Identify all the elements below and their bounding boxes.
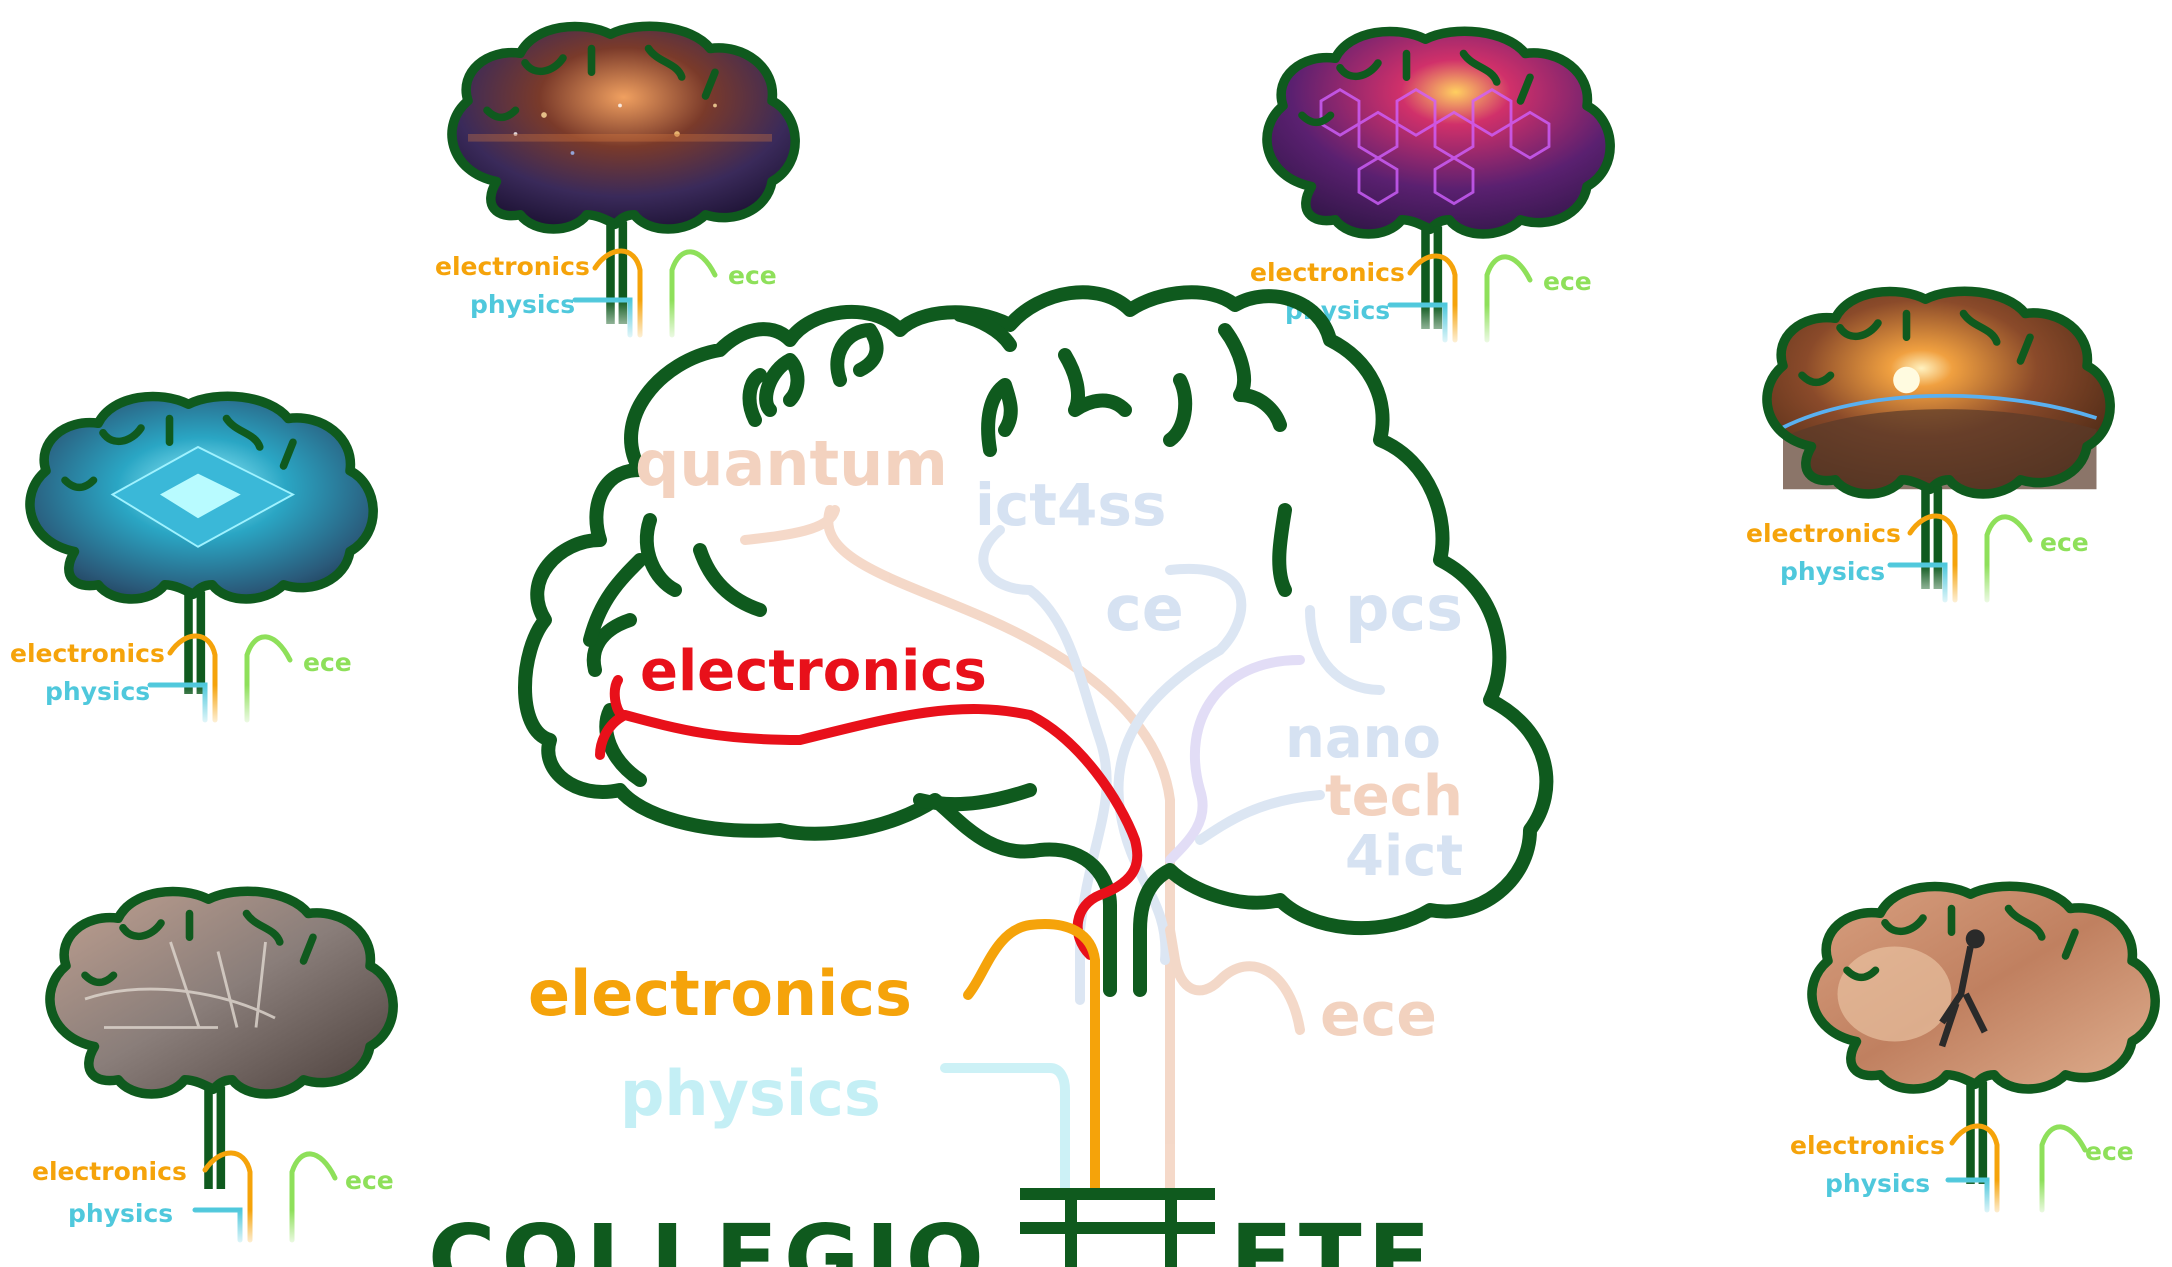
label-ece: ece	[2085, 1137, 2134, 1166]
label-ece: ece	[303, 648, 352, 677]
label-electronics: electronics	[435, 252, 590, 281]
pcs-branch	[1305, 605, 1385, 695]
label-4ict: 4ict	[1345, 824, 1463, 889]
center-labels: quantum ict4ss ce pcs nano tech 4ict ele…	[528, 427, 1463, 1130]
label-physics: physics	[68, 1199, 173, 1228]
nano-branch	[1165, 655, 1305, 865]
label-physics: physics	[45, 677, 150, 706]
small-tree-bottom-right	[1812, 886, 2155, 1185]
small-tree-bottom-left	[50, 891, 393, 1190]
electronics-highlight-branch	[595, 675, 1143, 960]
logo-bar-bottom	[1020, 1222, 1215, 1234]
microchip-texture	[110, 445, 296, 548]
collegio-etf-logo: COLLEGIO ETF	[428, 1188, 1436, 1267]
label-ece: ece	[345, 1166, 394, 1195]
label-ece: ece	[2040, 528, 2089, 557]
label-electronics-highlight: electronics	[640, 639, 987, 704]
faded-branches	[740, 505, 1385, 1200]
small-root-fades	[140, 300, 2100, 1250]
label-physics: physics	[1780, 557, 1885, 586]
label-ece: ece	[728, 261, 777, 290]
starfield-texture	[468, 103, 772, 155]
logo-bar-top	[1020, 1188, 1215, 1200]
label-electronics: electronics	[1790, 1131, 1945, 1160]
logo-right-word: ETF	[1230, 1205, 1436, 1267]
label-nano: nano	[1285, 706, 1441, 771]
small-tree-top-left	[452, 26, 795, 325]
small-tree-mid-left	[30, 396, 373, 695]
physics-root	[940, 1063, 1070, 1200]
label-ece: ece	[1543, 267, 1592, 296]
exoskeleton-texture	[1837, 929, 1988, 1048]
label-physics: physics	[470, 290, 575, 319]
label-electronics: electronics	[1250, 258, 1405, 287]
label-ce: ce	[1105, 572, 1184, 645]
label-electronics: electronics	[1746, 519, 1901, 548]
label-quantum: quantum	[635, 427, 948, 500]
electronics-root-branch	[963, 919, 1100, 1200]
label-ict4ss: ict4ss	[975, 471, 1166, 539]
label-ece-root: ece	[1320, 980, 1437, 1050]
logo-left-word: COLLEGIO	[428, 1205, 990, 1267]
small-tree-top-right	[1267, 31, 1610, 330]
label-pcs: pcs	[1345, 572, 1463, 645]
label-electronics: electronics	[10, 639, 165, 668]
label-physics: physics	[1825, 1169, 1930, 1198]
4ict-branch	[1195, 790, 1325, 845]
label-electronics: electronics	[32, 1157, 187, 1186]
robot-hand-texture	[84, 941, 276, 1029]
label-tech: tech	[1325, 764, 1463, 829]
ece-root	[1165, 925, 1305, 1035]
label-physics-root: physics	[620, 1057, 881, 1130]
earth-texture	[1782, 366, 2098, 490]
label-electronics-root: electronics	[528, 957, 912, 1030]
quantum-branch	[740, 505, 1175, 1200]
small-tree-mid-right	[1767, 291, 2110, 590]
small-tree-labels: electronics physics ece electronics phys…	[10, 252, 2134, 1228]
central-tree	[518, 285, 1554, 997]
